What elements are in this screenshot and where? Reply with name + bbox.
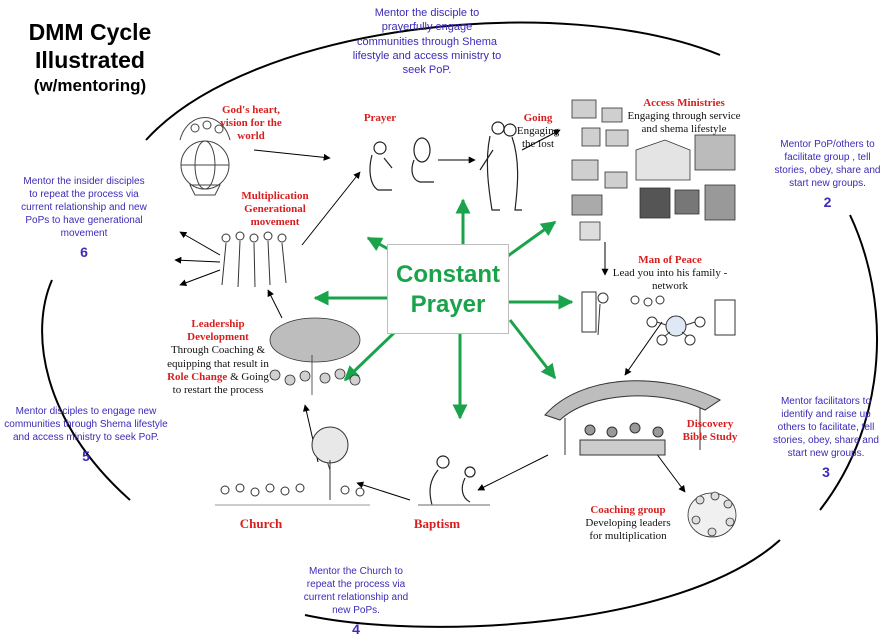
stage-going-desc: Engaging the lost — [516, 125, 560, 151]
mentoring-cycle-arc-bottom — [304, 539, 781, 628]
mentor-step-3-number: 3 — [822, 464, 830, 480]
arrow-multiplication-to-prayer — [301, 171, 361, 246]
mentor-step-5-text: Mentor disciples to engage new communiti… — [4, 406, 168, 443]
mentoring-cycle-arc-right — [819, 214, 879, 511]
mentor-step-5: Mentor disciples to engage new communiti… — [2, 405, 170, 465]
mentor-step-2-number: 2 — [823, 194, 832, 210]
mentor-top: Mentor the disciple to prayerfully engag… — [352, 6, 502, 77]
mentor-step-4-text: Mentor the Church to repeat the process … — [303, 566, 409, 616]
constant-prayer-label: Constant Prayer — [387, 260, 509, 320]
diagram-title: DMM Cycle Illustrated (w/mentoring) — [14, 18, 166, 97]
globe-people-illustration — [179, 117, 231, 196]
mentor-step-4-number: 4 — [352, 621, 360, 637]
stage-access-title: Access Ministries — [643, 97, 725, 109]
green-arrow-lower-left — [343, 330, 397, 382]
mentor-step-3-text: Mentor facilitators to identify and rais… — [773, 396, 879, 459]
stage-going: Going Engaging the lost — [510, 112, 566, 152]
stage-prayer-title: Prayer — [363, 112, 397, 124]
title-line-2: Illustrated — [35, 47, 145, 74]
green-arrow-upper-right — [504, 220, 557, 260]
mentor-step-6-text: Mentor the insider disciples to repeat t… — [21, 176, 147, 239]
mentor-step-5-number: 5 — [82, 448, 90, 464]
stage-man-of-peace-title: Man of Peace — [638, 254, 702, 266]
arrow-heart-to-prayer — [253, 149, 331, 161]
multiplication-figures-illustration — [221, 231, 287, 288]
stage-going-title: Going — [523, 112, 553, 124]
stage-leadership: Leadership Development Through Coaching … — [166, 318, 270, 397]
discovery-hut-illustration — [544, 380, 721, 456]
stage-discovery-title: Discovery Bible Study — [682, 418, 738, 444]
mentor-step-2: Mentor PoP/others to facilitate group , … — [770, 138, 885, 211]
arrow-going-to-access — [521, 129, 561, 151]
stage-gods-heart: God's heart, vision for the world — [214, 104, 288, 144]
access-ministries-illustration — [571, 99, 736, 241]
stage-discovery: Discovery Bible Study — [674, 418, 746, 444]
arrow-peace-to-discovery — [624, 321, 663, 376]
praying-people-illustration — [369, 137, 434, 191]
constant-prayer-box — [387, 244, 509, 334]
stage-access-ministries: Access Ministries Engaging through servi… — [623, 97, 745, 137]
arrow-discovery-to-baptism — [477, 454, 549, 491]
stage-man-of-peace-desc: Lead you into his family - network — [612, 267, 728, 293]
stage-leadership-role-change: Role Change — [167, 370, 228, 383]
going-figures-illustration — [479, 121, 522, 211]
stage-baptism: Baptism — [404, 516, 470, 532]
arrow-leadership-to-multiplication — [267, 289, 283, 319]
stage-leadership-title: Leadership Development — [187, 318, 249, 344]
stage-man-of-peace: Man of Peace Lead you into his family - … — [600, 254, 740, 294]
stage-church-title: Church — [239, 516, 283, 531]
coaching-group-illustration — [687, 491, 737, 538]
stage-access-desc: Engaging through service and shema lifes… — [627, 110, 741, 136]
stage-coaching-title: Coaching group — [590, 504, 666, 516]
stage-coaching-desc: Developing leaders for multiplication — [585, 517, 671, 543]
stage-leadership-desc-1: Through Coaching & equipping that result… — [167, 344, 269, 370]
mentor-step-3: Mentor facilitators to identify and rais… — [772, 395, 880, 481]
title-line-1: DMM Cycle — [28, 19, 152, 45]
church-illustration — [215, 426, 370, 506]
baptism-illustration — [418, 455, 490, 506]
mentor-step-6-number: 6 — [80, 244, 88, 260]
mentor-step-4: Mentor the Church to repeat the process … — [296, 565, 416, 638]
title-line-3: (w/mentoring) — [33, 76, 147, 96]
stage-multiplication-title: Multiplication Generational movement — [241, 190, 309, 229]
mentor-step-2-text: Mentor PoP/others to facilitate group , … — [774, 139, 881, 189]
stage-multiplication: Multiplication Generational movement — [232, 190, 318, 230]
arrow-baptism-to-church — [356, 481, 411, 501]
stage-coaching: Coaching group Developing leaders for mu… — [582, 504, 674, 544]
mentor-step-6: Mentor the insider disciples to repeat t… — [20, 175, 148, 261]
arrow-multiplication-out-1 — [179, 231, 221, 256]
man-of-peace-illustration — [581, 291, 736, 346]
mentoring-cycle-arc-top — [145, 21, 721, 141]
mentor-top-text: Mentor the disciple to prayerfully engag… — [352, 7, 502, 77]
leadership-tree-illustration — [269, 317, 361, 395]
stage-leadership-desc-2: & Going to restart the process — [172, 370, 269, 396]
green-arrow-lower-right — [508, 319, 557, 380]
stage-gods-heart-title: God's heart, vision for the world — [220, 104, 282, 143]
arrow-multiplication-out-3 — [179, 269, 221, 287]
stage-prayer: Prayer — [356, 112, 404, 125]
constant-prayer-line-2: Prayer — [410, 291, 486, 318]
arrow-multiplication-out-2 — [174, 256, 221, 264]
mentoring-cycle-arc-left — [41, 279, 131, 501]
stage-baptism-title: Baptism — [413, 516, 461, 531]
stage-church: Church — [228, 516, 294, 532]
constant-prayer-line-1: Constant — [396, 261, 500, 288]
